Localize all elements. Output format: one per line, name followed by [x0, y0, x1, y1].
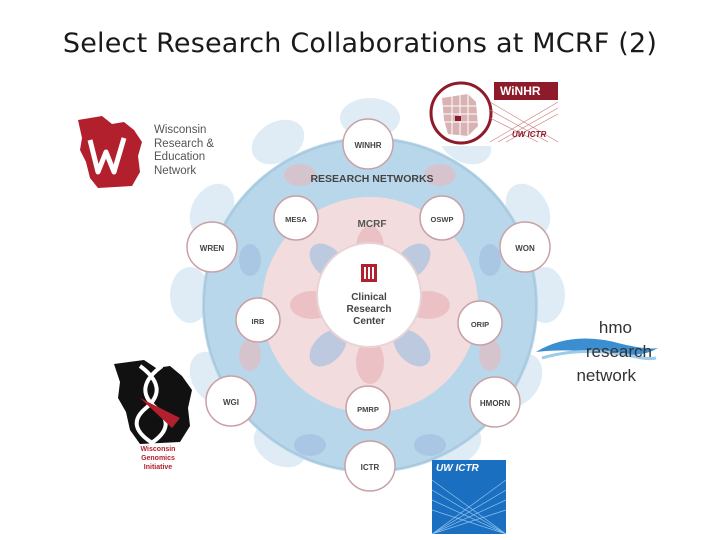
slide-title: Select Research Collaborations at MCRF (…	[62, 28, 658, 59]
hmo-line-3: network	[576, 366, 636, 385]
node-label-winhr: WINHR	[354, 141, 381, 150]
node-label-irb: IRB	[252, 317, 266, 326]
wgi-line-2: Genomics	[141, 455, 175, 462]
inner-node-pmrp[interactable]: PMRP	[345, 385, 391, 431]
uw-ictr-pattern-icon	[432, 460, 506, 534]
wren-line-1: Wisconsin	[154, 124, 207, 136]
dna-map-icon	[114, 360, 192, 446]
winhr-logo-sub: UW ICTR	[512, 130, 547, 139]
center-label-line-1: Clinical	[351, 292, 387, 303]
winhr-logo-name: WiNHR	[500, 84, 541, 98]
center-label-line-3: Center	[353, 316, 385, 327]
hospital-icon	[361, 264, 377, 282]
inner-node-orip[interactable]: ORIP	[457, 300, 503, 346]
wren-logo: Wisconsin Research & Education Network	[72, 112, 232, 192]
wgi-line-3: Initiative	[143, 464, 173, 471]
node-label-oswp: OSWP	[431, 215, 454, 224]
wren-logo-text: Wisconsin Research & Education Network	[154, 124, 234, 178]
node-label-wgi: WGI	[223, 398, 239, 407]
node-label-orip: ORIP	[471, 320, 489, 329]
inner-node-mesa[interactable]: MESA	[273, 195, 319, 241]
center-label-line-2: Research	[346, 304, 391, 315]
node-label-hmorn: HMORN	[480, 399, 510, 408]
node-label-pmrp: PMRP	[357, 405, 379, 414]
wisconsin-map-icon	[78, 116, 142, 188]
inner-node-oswp[interactable]: OSWP	[419, 195, 465, 241]
wren-line-2: Research &	[154, 137, 215, 150]
node-label-ictr: ICTR	[361, 463, 380, 472]
outer-node-won[interactable]: WON	[499, 221, 551, 273]
outer-node-wren[interactable]: WREN	[186, 221, 238, 273]
node-label-wren: WREN	[200, 244, 225, 253]
winhr-map-icon	[428, 80, 560, 146]
wren-line-3: Education	[154, 151, 206, 163]
hmo-line-2: research	[585, 342, 652, 361]
wren-line-4: Network	[154, 164, 197, 177]
uw-ictr-logo: UW ICTR	[432, 460, 506, 534]
winhr-logo: WiNHR UW ICTR	[428, 80, 560, 146]
wgi-line-1: Wisconsin	[140, 446, 176, 453]
outer-node-hmorn[interactable]: HMORN	[469, 376, 521, 428]
center-node: Clinical Research Center	[316, 242, 422, 348]
node-label-mesa: MESA	[285, 215, 307, 224]
research-networks-label: RESEARCH NETWORKS	[310, 173, 433, 185]
ring-petals	[239, 164, 501, 456]
outer-node-winhr[interactable]: WINHR	[342, 118, 394, 170]
outer-node-ictr[interactable]: ICTR	[344, 440, 396, 492]
outer-node-wgi[interactable]: WGI	[205, 375, 257, 427]
wisconsin-genomics-initiative-logo: Wisconsin Genomics Initiative	[110, 358, 206, 478]
hmo-research-network-logo: hmo research network	[532, 318, 662, 388]
mcrf-label: MCRF	[358, 219, 387, 230]
uw-ictr-logo-name: UW ICTR	[436, 463, 479, 474]
inner-node-irb[interactable]: IRB	[235, 297, 281, 343]
node-label-won: WON	[515, 244, 535, 253]
hmo-line-1: hmo	[598, 318, 632, 337]
hmo-swoosh-icon	[536, 338, 658, 361]
